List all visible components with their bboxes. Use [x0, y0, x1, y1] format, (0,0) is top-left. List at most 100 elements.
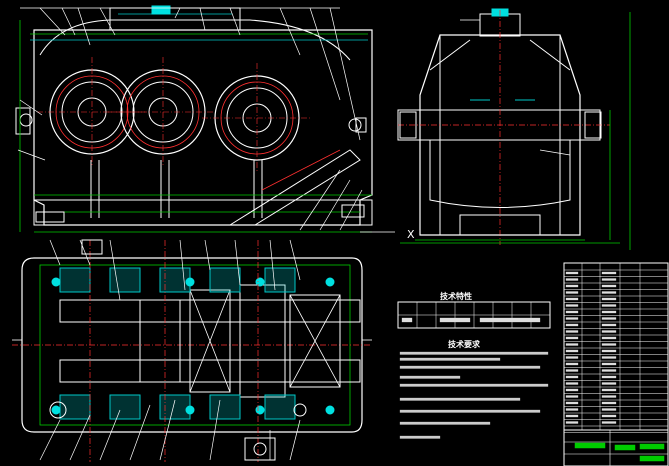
- table-cell-mark: [565, 369, 579, 372]
- table-cell-mark: [601, 408, 617, 411]
- table-cell-mark: [601, 349, 617, 353]
- callout-leader-1: [61, 7, 76, 36]
- note-text-line-3: [399, 375, 461, 379]
- title-block-green-3: [639, 443, 665, 450]
- table-cell-mark: [565, 408, 579, 411]
- plan-bottom-leader-7: [289, 419, 301, 461]
- side-shaft-band: [397, 109, 601, 141]
- table-cell-mark: [601, 401, 617, 405]
- plan-input-shaft-end: [81, 239, 103, 255]
- note-text-line-7: [399, 421, 491, 425]
- note-text-line-2: [399, 365, 541, 369]
- table-cell-mark: [601, 375, 617, 379]
- plan-shaft-upper: [59, 299, 361, 323]
- plan-bearing-4: [264, 267, 296, 293]
- plan-bolt-4: [51, 405, 61, 415]
- table-cell-mark: [565, 421, 579, 424]
- plan-gear-4-web: [289, 294, 341, 388]
- section-x-marker: X: [407, 228, 415, 241]
- right-end-boss: [348, 118, 362, 132]
- callout-leader-7: [279, 7, 301, 56]
- note-text-line-4: [399, 383, 549, 387]
- title-block-green-1: [574, 442, 606, 449]
- plan-gear-1: [139, 299, 181, 383]
- note-text-line-0: [399, 351, 549, 355]
- plan-bolt-1: [185, 277, 195, 287]
- plan-top-leader-7: [289, 239, 301, 281]
- housing-outline: [33, 29, 373, 226]
- plan-bottom-leader-0: [39, 419, 61, 461]
- housing-top-curve: [39, 19, 351, 61]
- side-elevation-view: [397, 8, 631, 250]
- callout-leader-8: [309, 7, 341, 101]
- plan-bearing-7: [159, 394, 191, 420]
- right-end-cap: [355, 117, 367, 133]
- plan-outline: [21, 257, 363, 433]
- plan-top-leader-4: [204, 239, 211, 271]
- table-cell-mark: [601, 395, 617, 398]
- technical-notes-block: [397, 301, 551, 439]
- side-shaft-right: [584, 111, 602, 139]
- table-cell-mark: [565, 330, 579, 333]
- table-cell-mark: [601, 323, 617, 327]
- table-cell-mark: [601, 414, 617, 418]
- wedge-center: [261, 149, 341, 191]
- plan-top-leader-5: [234, 239, 241, 286]
- oil-drain-wedge: [228, 149, 361, 226]
- note-text-line-5: [399, 397, 521, 401]
- plan-bearing-9: [264, 394, 296, 420]
- note-text-line-8: [399, 435, 441, 439]
- plan-top-leader-3: [179, 239, 186, 291]
- plan-bearing-1: [109, 267, 141, 293]
- plan-gear-3: [239, 284, 286, 398]
- technical-characteristics-heading: 技术特性: [440, 292, 472, 301]
- table-cell-mark: [565, 304, 579, 307]
- foot-left: [35, 211, 65, 223]
- plan-bearing-2: [159, 267, 191, 293]
- breather-cap: [151, 5, 171, 15]
- callout-leader-5: [199, 7, 206, 31]
- foot-right: [341, 204, 365, 218]
- table-cell-mark: [565, 343, 579, 346]
- plan-drain-boss: [293, 403, 307, 417]
- table-cell-mark: [565, 323, 579, 327]
- plan-bolt-6: [255, 405, 265, 415]
- char-mark: [479, 317, 541, 323]
- side-leader-0: [19, 99, 43, 116]
- table-cell-mark: [601, 330, 617, 333]
- table-cell-mark: [601, 343, 617, 346]
- table-cell-mark: [565, 284, 579, 288]
- title-block-frame: [563, 429, 669, 466]
- table-cell-mark: [601, 388, 617, 392]
- plan-drain-plug: [244, 437, 276, 461]
- callout-leader-4: [174, 7, 181, 19]
- table-cell-mark: [601, 382, 617, 385]
- table-cell-mark: [601, 291, 617, 294]
- table-cell-mark: [601, 336, 617, 340]
- table-cell-mark: [565, 271, 579, 275]
- table-cell-mark: [601, 278, 617, 281]
- side-leader-1: [17, 149, 46, 161]
- title-block-green-2: [614, 444, 636, 451]
- title-block-table: [563, 262, 669, 466]
- plan-gear-2-web: [189, 289, 231, 393]
- plan-bottom-leader-3: [129, 404, 151, 461]
- table-cell-mark: [601, 356, 617, 359]
- side-base-block: [459, 214, 541, 236]
- table-frame: [563, 262, 669, 466]
- plan-bottom-leader-2: [99, 409, 121, 461]
- callout-leader-2: [77, 7, 91, 46]
- side-leader-3: [319, 179, 351, 231]
- plan-top-leader-2: [109, 239, 121, 301]
- side-leader-2: [299, 169, 341, 231]
- plan-bearing-8: [209, 394, 241, 420]
- callout-leader-6: [229, 7, 241, 36]
- note-text-line-1: [399, 357, 501, 361]
- table-cell-mark: [601, 421, 617, 424]
- side-sump: [429, 140, 571, 208]
- table-cell-mark: [565, 356, 579, 359]
- left-end-cap: [15, 107, 31, 135]
- plan-bolt-3: [325, 277, 335, 287]
- title-block-green-4: [639, 455, 665, 462]
- inspection-cover: [109, 7, 241, 31]
